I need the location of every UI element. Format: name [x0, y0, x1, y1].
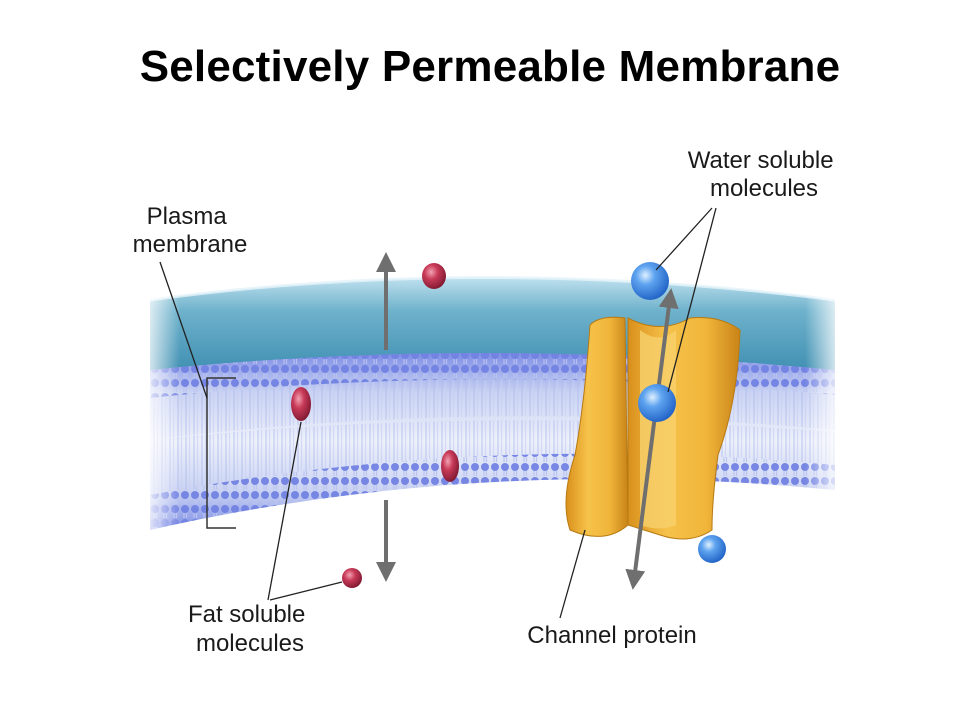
- water-soluble-label: Water soluble molecules: [688, 147, 841, 202]
- water-molecule: [698, 535, 726, 563]
- plasma-membrane-label: Plasma membrane: [133, 203, 248, 258]
- channel-protein-label: Channel protein: [527, 622, 696, 649]
- fat-leader-line: [270, 582, 342, 600]
- fat-soluble-label: Fat soluble molecules: [188, 601, 312, 657]
- fat-molecule: [441, 450, 459, 482]
- fat-molecule: [291, 387, 311, 421]
- fat-molecule: [422, 263, 446, 289]
- fat-molecule: [342, 568, 362, 588]
- water-molecule: [638, 384, 676, 422]
- channel-leader-line: [560, 530, 585, 618]
- water-molecule: [631, 262, 669, 300]
- water-leader-line: [656, 208, 712, 270]
